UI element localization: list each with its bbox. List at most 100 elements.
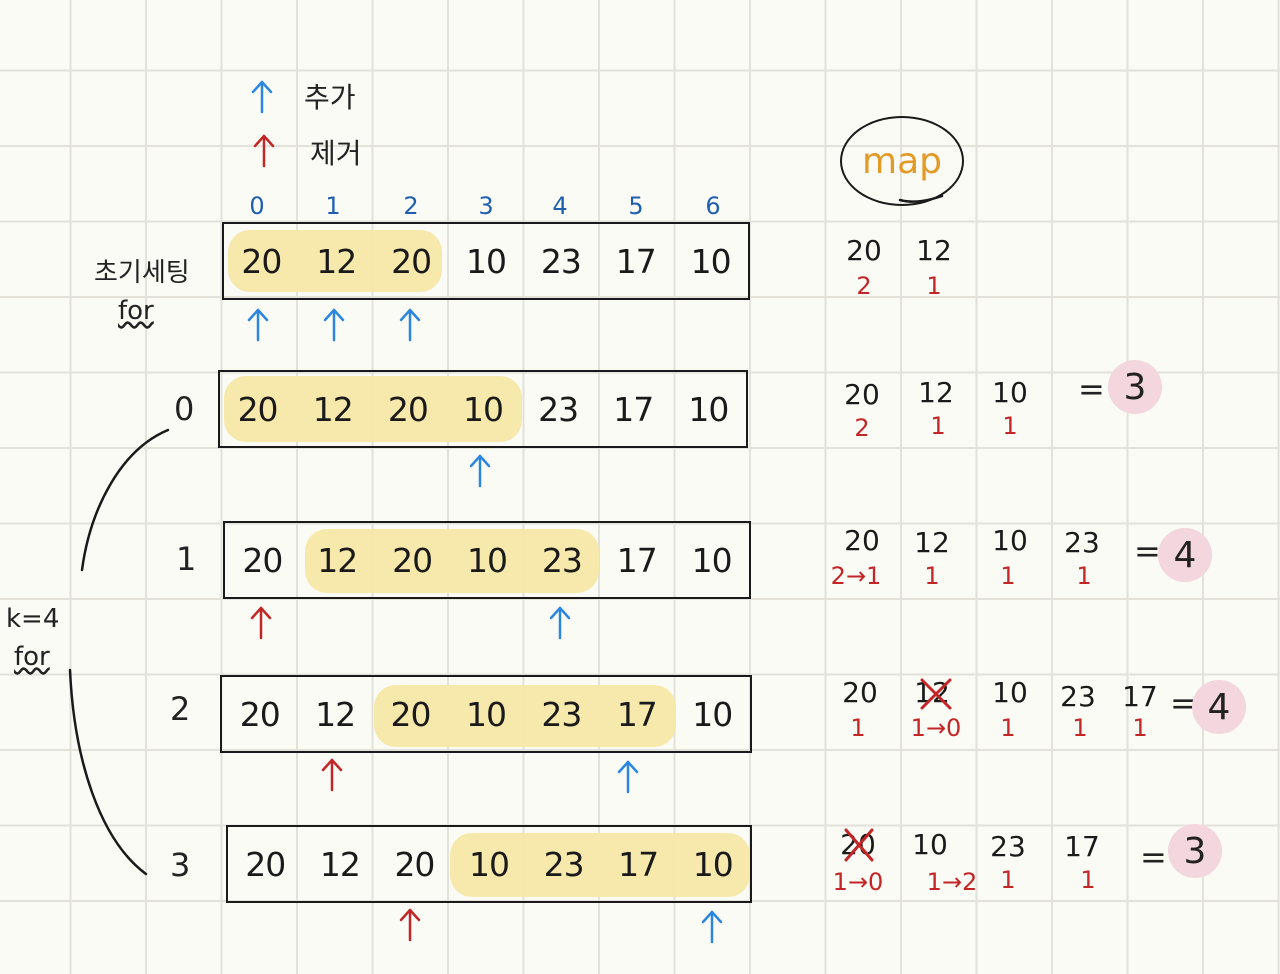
- array-cell: 20: [245, 844, 286, 884]
- array-cell: 10: [692, 694, 733, 734]
- map-key: 10: [992, 376, 1028, 409]
- map-count: 1: [924, 562, 940, 590]
- map-key: 23: [1060, 680, 1096, 713]
- map-key: 10: [992, 524, 1028, 557]
- k-for-label: for: [14, 642, 50, 672]
- array-cell: 17: [615, 241, 657, 281]
- array-cell: 12: [319, 844, 361, 884]
- array-cell: 23: [538, 389, 579, 429]
- k-label: k=4: [6, 604, 60, 634]
- remove-arrow-icon: [250, 606, 272, 640]
- init-for-label: for: [118, 296, 154, 326]
- array-cell: 12: [317, 540, 358, 580]
- array-row-init: 20 12 20 10 23 17 10: [222, 222, 750, 300]
- index-label-5: 5: [628, 192, 644, 220]
- window-highlight: [450, 833, 750, 897]
- loop-bracket-top: [80, 428, 170, 572]
- add-arrow-icon: [617, 760, 639, 794]
- map-key-removed: 12: [914, 676, 950, 709]
- map-count: 1: [1002, 412, 1018, 440]
- array-cell: 20: [237, 389, 279, 429]
- remove-arrow-icon: [399, 908, 421, 942]
- array-cell: 20: [394, 844, 435, 884]
- map-key-removed: 20: [840, 828, 876, 861]
- map-count: 2: [854, 414, 870, 442]
- array-cell: 20: [242, 540, 283, 580]
- map-key: 23: [990, 830, 1026, 863]
- array-cell: 10: [690, 241, 732, 281]
- add-arrow-icon: [399, 308, 421, 342]
- array-cell: 17: [613, 389, 654, 429]
- map-title: map: [840, 116, 964, 206]
- array-cell: 12: [315, 694, 356, 734]
- map-key: 12: [916, 234, 952, 267]
- row-label-3: 3: [170, 846, 191, 884]
- window-highlight: [224, 376, 522, 442]
- array-cell: 10: [465, 694, 507, 734]
- map-key: 12: [914, 526, 950, 559]
- add-arrow-icon: [549, 606, 571, 640]
- array-row-2: 20 12 20 10 23 17 10: [220, 675, 752, 753]
- map-count: 1→0: [910, 714, 962, 742]
- array-cell: 10: [688, 389, 729, 429]
- add-arrow-icon: [247, 308, 269, 342]
- map-count: 1: [1000, 562, 1016, 590]
- init-label: 초기세팅: [94, 258, 190, 288]
- array-cell: 10: [691, 540, 733, 580]
- window-highlight: [374, 685, 676, 747]
- array-cell: 12: [312, 389, 354, 429]
- map-count: 1: [1132, 714, 1148, 742]
- equals-sign: =: [1078, 370, 1105, 408]
- array-cell: 10: [462, 389, 504, 429]
- map-count: 1: [1000, 866, 1016, 894]
- legend-remove-label: 제거: [310, 137, 362, 170]
- map-count: 1: [926, 272, 942, 300]
- map-count: 1: [850, 714, 866, 742]
- array-cell: 10: [467, 540, 508, 580]
- array-cell: 10: [692, 844, 734, 884]
- array-cell: 17: [616, 694, 658, 734]
- add-arrow-icon: [251, 80, 273, 114]
- index-label-4: 4: [552, 192, 568, 220]
- array-cell: 20: [391, 241, 432, 281]
- index-label-6: 6: [705, 192, 721, 220]
- map-count: 1: [1076, 562, 1092, 590]
- map-count: 1: [1080, 866, 1096, 894]
- array-cell: 23: [541, 694, 582, 734]
- loop-bracket-bottom: [68, 668, 148, 876]
- add-arrow-icon: [469, 454, 491, 488]
- equals-sign: =: [1140, 838, 1167, 876]
- array-cell: 10: [466, 241, 507, 281]
- map-key: 10: [992, 676, 1028, 709]
- unique-count-result: 4: [1192, 680, 1246, 734]
- unique-count-result: 4: [1158, 528, 1212, 582]
- array-row-0: 20 12 20 10 23 17 10: [218, 370, 748, 448]
- array-row-1: 20 12 20 10 23 17 10: [223, 521, 751, 599]
- map-key: 12: [918, 376, 954, 409]
- array-cell: 20: [387, 389, 429, 429]
- window-highlight: [305, 529, 599, 593]
- equals-sign: =: [1134, 532, 1161, 570]
- map-count: 1: [1072, 714, 1088, 742]
- map-count: 1: [930, 412, 946, 440]
- map-count: 2→1: [830, 562, 882, 590]
- map-count: 1→0: [832, 868, 884, 896]
- array-cell: 23: [543, 844, 585, 884]
- index-label-1: 1: [325, 192, 341, 220]
- row-label-1: 1: [176, 540, 197, 578]
- map-key: 23: [1064, 526, 1100, 559]
- array-cell: 10: [469, 844, 510, 884]
- array-cell: 20: [392, 540, 433, 580]
- map-key: 20: [846, 234, 882, 267]
- legend-add-label: 추가: [304, 81, 356, 114]
- array-cell: 17: [618, 844, 659, 884]
- unique-count-result: 3: [1168, 824, 1222, 878]
- row-label-2: 2: [170, 690, 191, 728]
- map-count: 1: [1000, 714, 1016, 742]
- map-count: 1→2: [926, 868, 978, 896]
- unique-count-result: 3: [1108, 360, 1162, 414]
- remove-arrow-icon: [253, 134, 275, 168]
- map-key: 17: [1122, 680, 1158, 713]
- array-cell: 12: [316, 241, 357, 281]
- index-label-3: 3: [478, 192, 494, 220]
